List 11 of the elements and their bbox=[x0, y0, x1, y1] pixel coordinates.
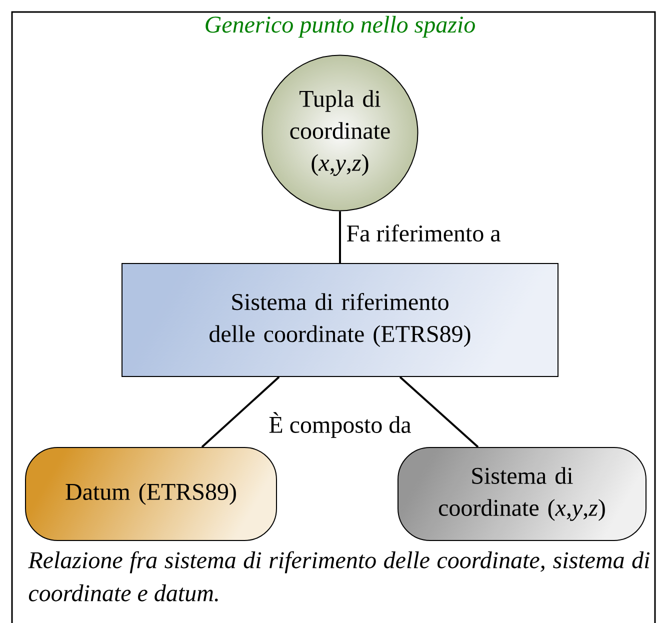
edge-label: Fa riferimento a bbox=[346, 224, 500, 242]
connector-line bbox=[339, 211, 341, 263]
rounded-box: Datum (ETRS89) bbox=[25, 447, 277, 541]
edge-label: È composto da bbox=[269, 412, 411, 438]
circle-node: Tupla di coordinate (x,y,z) bbox=[262, 54, 418, 212]
caption-text: Generico punto nello spazio bbox=[206, 16, 475, 38]
process-box: Sistema di riferimento delle coordinate (ETRS89) bbox=[122, 263, 558, 377]
connector-line bbox=[201, 376, 280, 448]
connector-line bbox=[399, 376, 479, 448]
caption-text: Relazione fra sistema di riferimento delle coordinate, sistema di coordinate e datum. bbox=[28, 551, 650, 602]
rounded-box: Sistema di coordinate (x,y,z) bbox=[398, 447, 646, 541]
